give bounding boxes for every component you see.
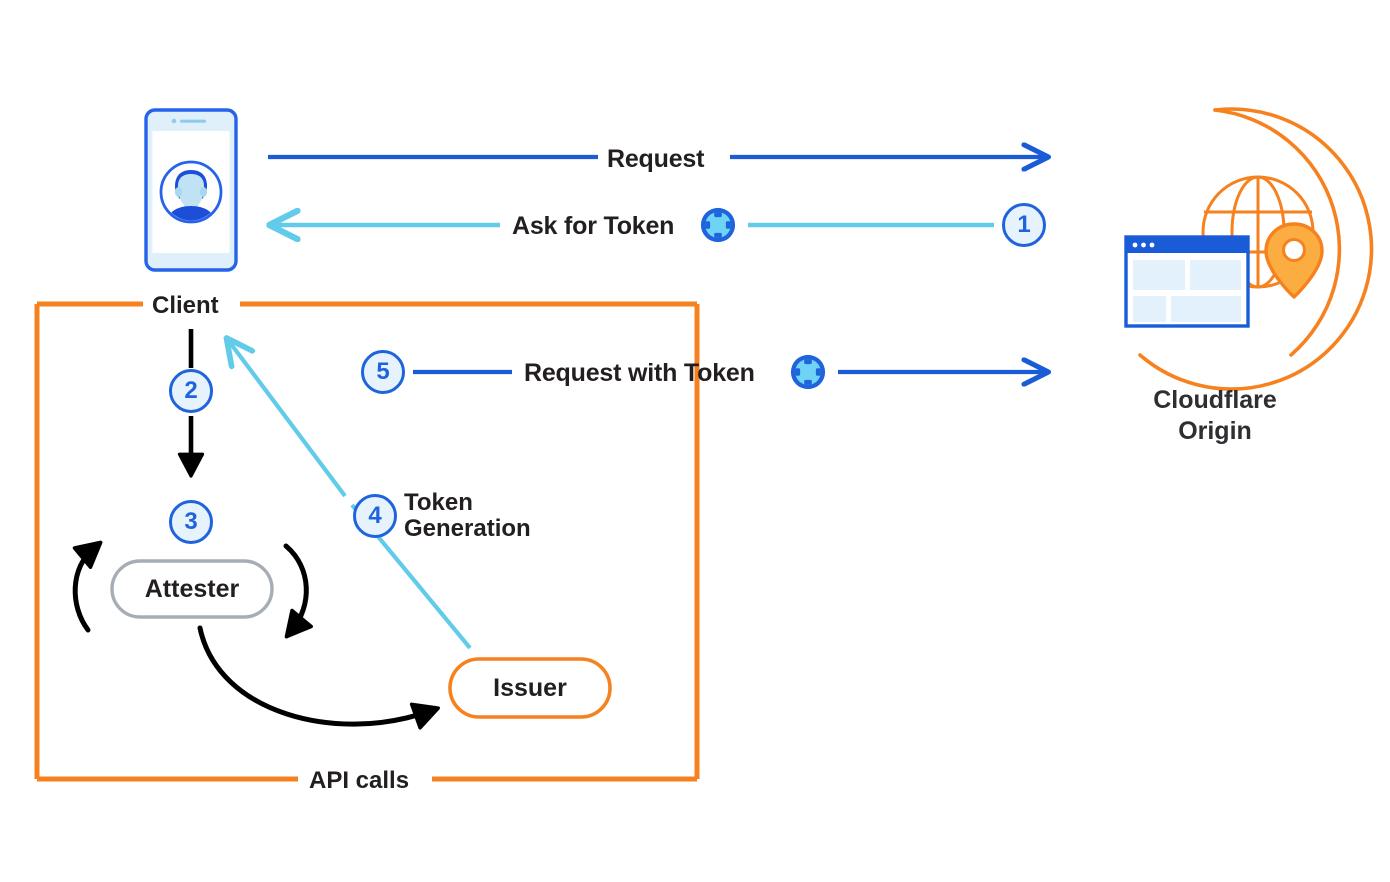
origin-label-line1: Cloudflare <box>1153 386 1277 414</box>
origin-label-line2: Origin <box>1178 417 1252 445</box>
api-calls-boundary <box>34 301 700 782</box>
attester-label: Attester <box>144 575 240 603</box>
cloudflare-origin-icon <box>1124 107 1374 391</box>
token-icon-request-with-token <box>789 353 827 391</box>
flow-label-request: Request <box>607 145 705 173</box>
token-generation-label-line2: Generation <box>404 515 531 542</box>
user-avatar-icon <box>159 160 223 224</box>
token-icon-ask-for-token <box>699 206 737 244</box>
issuer-node <box>448 657 612 719</box>
token-generation-label-line1: Token <box>404 489 473 516</box>
boundary-label-client: Client <box>152 292 219 319</box>
attester-loop-arrows <box>72 540 440 730</box>
flow-label-request-with-token: Request with Token <box>524 359 755 387</box>
issuer-label: Issuer <box>493 674 567 702</box>
flow-label-ask-for-token: Ask for Token <box>512 212 675 240</box>
step-number-1: 1 <box>1002 203 1046 247</box>
step-number-2: 2 <box>169 369 213 413</box>
browser-window-icon <box>1124 235 1250 328</box>
step-number-4: 4 <box>353 494 397 538</box>
step-number-3: 3 <box>169 500 213 544</box>
boundary-label-api-calls: API calls <box>309 767 410 794</box>
location-pin-icon <box>1264 222 1324 299</box>
attester-node <box>110 559 274 619</box>
step-number-5: 5 <box>361 350 405 394</box>
origin-ring-arc <box>1138 107 1374 391</box>
smartphone-icon <box>144 108 238 272</box>
